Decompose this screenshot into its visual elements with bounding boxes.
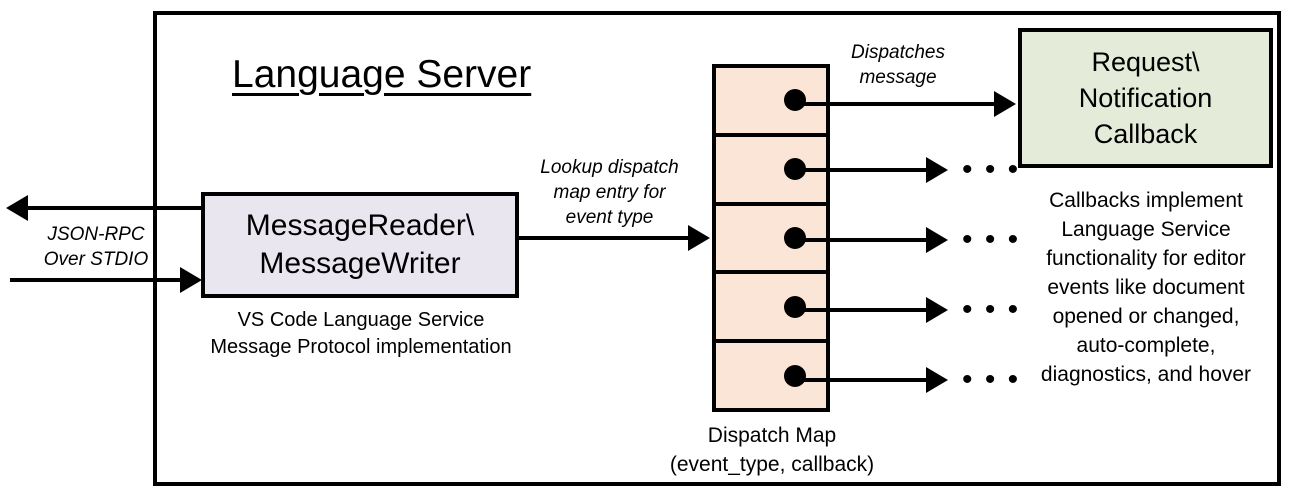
dispatch-edge-line-2 — [788, 168, 930, 172]
dispatch-arrowhead-icon-2 — [926, 157, 948, 183]
dispatch-arrowhead-icon-1 — [994, 91, 1016, 117]
message-reader-writer-caption: VS Code Language Service Message Protoco… — [210, 309, 512, 358]
lookup-edge-label: Lookup dispatch map entry for event type — [540, 157, 679, 228]
dispatch-edge-label: Dispatches message — [851, 42, 945, 88]
dispatch-ellipsis-3: • • • — [962, 223, 1021, 256]
request-notification-callback-box[interactable]: Request\ Notification Callback — [1018, 28, 1273, 168]
dispatch-edge-line-5 — [788, 378, 930, 382]
outbound-transport-line — [28, 206, 204, 210]
callback-pointer-dot-icon — [784, 295, 806, 318]
dispatch-map-row[interactable] — [716, 206, 826, 275]
outbound-arrowhead-icon — [6, 195, 28, 221]
dispatch-arrowhead-icon-4 — [926, 297, 948, 323]
dispatch-edge-line-3 — [788, 238, 930, 242]
dispatch-arrowhead-icon-3 — [926, 227, 948, 253]
dispatch-arrowhead-icon-5 — [926, 367, 948, 393]
dispatch-ellipsis-5: • • • — [962, 363, 1021, 396]
message-reader-writer-box[interactable]: MessageReader\ MessageWriter — [201, 192, 519, 298]
callback-caption: Callbacks implement Language Service fun… — [1040, 189, 1252, 386]
lookup-edge-line — [519, 236, 691, 240]
transport-label: JSON-RPC Over STDIO — [43, 224, 149, 270]
dispatch-map-caption: Dispatch Map (event_type, callback) — [669, 424, 875, 476]
page-title: Language Server — [232, 53, 532, 96]
language-server-boundary — [153, 11, 1281, 486]
inbound-arrowhead-icon — [180, 267, 202, 293]
dispatch-edge-line-4 — [788, 308, 930, 312]
lookup-arrowhead-icon — [688, 225, 710, 251]
dispatch-ellipsis-2: • • • — [962, 153, 1021, 186]
callback-pointer-dot-icon — [784, 226, 806, 249]
inbound-transport-line — [10, 278, 182, 282]
message-reader-writer-label: MessageReader\ MessageWriter — [245, 209, 475, 280]
request-notification-callback-label: Request\ Notification Callback — [1078, 47, 1213, 149]
dispatch-ellipsis-4: • • • — [962, 293, 1021, 326]
callback-pointer-dot-icon — [784, 364, 806, 387]
callback-pointer-dot-icon — [784, 89, 806, 112]
dispatch-edge-line-1 — [788, 102, 998, 106]
dispatch-map-row[interactable] — [716, 343, 826, 408]
dispatch-map-row[interactable] — [716, 274, 826, 344]
